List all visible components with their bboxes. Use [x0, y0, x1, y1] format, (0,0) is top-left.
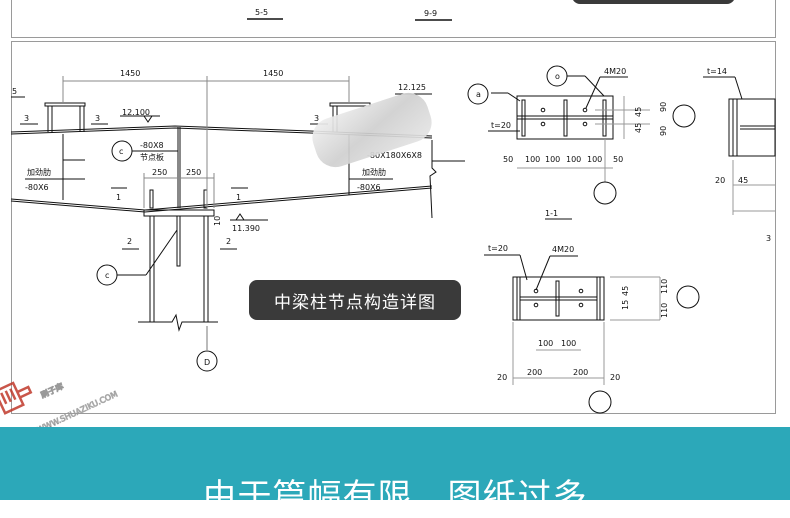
level-top-left: 12.100 — [122, 108, 150, 117]
level-top-right: 12.125 — [398, 83, 426, 92]
dim-mid: 100 — [538, 339, 553, 348]
dim-bottom: 20 — [497, 373, 507, 382]
bubble-a: a — [476, 90, 481, 99]
banner-text: 由于篇幅有限，图纸过多 — [202, 477, 588, 517]
cut-mark-1: 1 — [116, 193, 121, 202]
gusset-label: 节点板 — [140, 152, 164, 162]
dim-right-outer: 110 — [660, 303, 669, 318]
info-banner: 由于篇幅有限，图纸过多 — [0, 427, 790, 517]
dim-right-outer: 90 — [659, 126, 668, 136]
detail-bubble-c: c — [105, 271, 109, 280]
dim-right-inner: 45 — [621, 286, 630, 296]
dim-mid: 100 — [561, 339, 576, 348]
dim-bottom: 200 — [573, 368, 588, 377]
axis-bubble-d: D — [204, 358, 210, 367]
cut-mark-3: 3 — [314, 114, 319, 123]
bolt-spec: 4M20 — [604, 67, 626, 76]
brush-icon — [0, 381, 33, 415]
stiffener-label-left: 加劲肋 — [27, 167, 51, 177]
section-title-1-1: 1-1 — [545, 209, 558, 218]
drawing-caption: 中梁柱节点构造详图 — [249, 280, 461, 320]
level-bottom: 11.390 — [232, 224, 260, 233]
dim-bottom: 50 — [613, 155, 623, 164]
dim-bottom: 100 — [545, 155, 560, 164]
section-3 — [703, 76, 776, 215]
axis-bubble-d-circle — [196, 350, 218, 372]
stiffener-label-right: 加劲肋 — [362, 167, 386, 177]
dim-bottom: 200 — [527, 368, 542, 377]
section-label-9-9: 9-9 — [424, 9, 437, 18]
edge-mark-5: 5 — [12, 87, 17, 96]
cad-drawing: 5-5 9-9 1 — [0, 8, 776, 435]
section-label-5-5: 5-5 — [255, 8, 268, 17]
detail-bubble-c-circle — [111, 140, 133, 162]
bubble-o: o — [555, 72, 560, 81]
dimension-lines — [62, 76, 350, 210]
bolt-spec: 4M20 — [552, 245, 574, 254]
dim-right-inner: 15 — [621, 300, 630, 310]
dim-bottom: 20 — [610, 373, 620, 382]
section-title-3: 3 — [766, 234, 771, 243]
section-2 — [484, 254, 700, 414]
gusset-size: -80X8 — [140, 141, 164, 150]
plate-thickness: t=20 — [488, 244, 508, 253]
detail-bubble-c-circle — [96, 264, 118, 286]
dim-bottom: 100 — [566, 155, 581, 164]
dim-right-outer: 90 — [659, 102, 668, 112]
stiffener-size-right: -80X6 — [357, 183, 381, 192]
plate-thickness: t=14 — [707, 67, 727, 76]
dim-span-left: 1450 — [120, 69, 140, 78]
detail-bubble-c: c — [119, 147, 123, 156]
dim-20: 20 — [715, 176, 725, 185]
dim-span-right: 1450 — [263, 69, 283, 78]
dim-half-left: 250 — [152, 168, 167, 177]
watermark-brand: 刷子库 — [39, 381, 65, 400]
dim-right-outer: 110 — [660, 279, 669, 294]
dim-right-inner: 45 — [634, 107, 643, 117]
cut-mark-2: 2 — [127, 237, 132, 246]
dim-45: 45 — [738, 176, 748, 185]
stiffener-size-left: -80X6 — [25, 183, 49, 192]
dim-bottom: 100 — [525, 155, 540, 164]
top-drawing-panel — [11, 0, 776, 38]
glass-pill-decoration — [312, 92, 432, 168]
plate-thickness: t=20 — [491, 121, 511, 130]
dim-bottom: 50 — [503, 155, 513, 164]
plate-size-right: -80X180X6X8 — [367, 151, 422, 160]
cut-underlines — [11, 93, 432, 276]
dim-half-right: 250 — [186, 168, 201, 177]
section-1-1 — [467, 65, 696, 220]
cut-mark-3: 3 — [95, 114, 100, 123]
dim-right-inner: 45 — [634, 123, 643, 133]
top-caption-label — [572, 0, 735, 4]
cut-mark-3: 3 — [24, 114, 29, 123]
cut-mark-1: 1 — [236, 193, 241, 202]
cut-mark-2: 2 — [226, 237, 231, 246]
dim-bottom: 100 — [587, 155, 602, 164]
offset-10: 10 — [213, 216, 222, 226]
